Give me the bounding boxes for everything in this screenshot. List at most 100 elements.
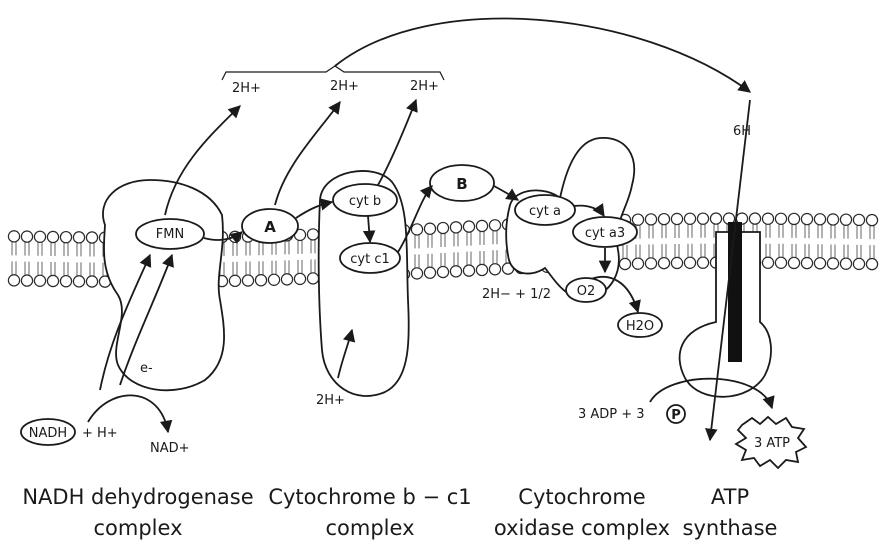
lipid-head (8, 275, 19, 286)
lipid-head (632, 258, 643, 269)
lipid-head (827, 214, 838, 225)
caption-cytbc1-line2: complex (326, 516, 415, 540)
lipid-head (411, 224, 422, 235)
lipid-head (814, 258, 825, 269)
lipid-head (775, 257, 786, 268)
lipid-head (489, 220, 500, 231)
lipid-head (450, 222, 461, 233)
lipid-head (866, 215, 877, 226)
lipid-head (814, 214, 825, 225)
lipid-head (255, 275, 266, 286)
lipid-head (34, 275, 45, 286)
lipid-head (86, 232, 97, 243)
lipid-head (645, 214, 656, 225)
lipid-head (762, 257, 773, 268)
proton-label-2: 2H+ (330, 79, 359, 94)
lipid-head (47, 231, 58, 242)
lipid-head (788, 213, 799, 224)
lipid-head (775, 213, 786, 224)
atp-label: 3 ATP (754, 436, 790, 451)
lipid-head (749, 213, 760, 224)
lipid-head (489, 264, 500, 275)
lipid-head (697, 257, 708, 268)
lipid-head (60, 276, 71, 287)
caption-cytox-line2: oxidase complex (494, 516, 670, 540)
lipid-head (671, 213, 682, 224)
cyt-c1-label: cyt c1 (350, 252, 390, 267)
carrier-b-label: B (456, 175, 467, 193)
lipid-head (788, 257, 799, 268)
water-label: H2O (626, 319, 654, 334)
lipid-head (840, 258, 851, 269)
cyt-b-label: cyt b (349, 194, 381, 209)
lipid-head (827, 258, 838, 269)
h-plus-label: + H+ (82, 426, 118, 441)
cyt-a3-label: cyt a3 (585, 226, 625, 241)
nadh-label: NADH (29, 426, 67, 441)
lipid-head (242, 275, 253, 286)
lipid-head (463, 265, 474, 276)
lipid-head (762, 213, 773, 224)
caption-nadh-line2: complex (94, 516, 183, 540)
lipid-head (86, 276, 97, 287)
electron-label: e- (140, 361, 153, 376)
lipid-head (619, 258, 630, 269)
cyt-a-label: cyt a (529, 204, 561, 219)
lipid-head (476, 264, 487, 275)
lipid-head (853, 258, 864, 269)
lipid-head (60, 232, 71, 243)
lipid-head (463, 221, 474, 232)
lipid-head (645, 258, 656, 269)
lipid-head (8, 231, 19, 242)
lipid-head (684, 213, 695, 224)
lipid-head (424, 267, 435, 278)
proton-bracket (222, 66, 444, 80)
lipid-head (21, 275, 32, 286)
lipid-head (476, 220, 487, 231)
nad-label: NAD+ (150, 441, 190, 456)
lipid-head (307, 273, 318, 284)
fmn-label: FMN (156, 227, 184, 242)
lipid-head (73, 232, 84, 243)
proton-label-3: 2H+ (410, 79, 439, 94)
caption-cytox-line1: Cytochrome (518, 485, 645, 509)
caption-atp-line2: synthase (683, 516, 778, 540)
caption-nadh-line1: NADH dehydrogenase (22, 485, 253, 509)
water-equation-label: 2H− + 1/2 (482, 287, 551, 302)
proton-pump-arrow-3 (378, 100, 416, 185)
carrier-a-label: A (264, 218, 276, 236)
b-to-cyta-arrow (494, 186, 518, 200)
lipid-head (47, 275, 58, 286)
lipid-head (632, 214, 643, 225)
lipid-head (710, 213, 721, 224)
lipid-head (801, 213, 812, 224)
lipid-head (34, 231, 45, 242)
synthase-proton-label: 6H (733, 124, 751, 139)
lipid-head (437, 266, 448, 277)
lipid-head (73, 276, 84, 287)
lipid-head (866, 259, 877, 270)
lipid-head (697, 213, 708, 224)
adp-label: 3 ADP + 3 (578, 407, 645, 422)
lipid-head (840, 214, 851, 225)
lipid-head (684, 257, 695, 268)
oxygen-label: O2 (577, 284, 596, 299)
lipid-head (658, 214, 669, 225)
proton-label-1: 2H+ (232, 81, 261, 96)
lipid-head (801, 257, 812, 268)
phosphate-label: P (671, 408, 681, 423)
caption-cytbc1-line1: Cytochrome b − c1 (268, 485, 471, 509)
lipid-head (268, 274, 279, 285)
atp-synthase-channel (728, 222, 742, 362)
caption-atp-line1: ATP (711, 485, 749, 509)
lipid-head (424, 223, 435, 234)
lipid-head (411, 268, 422, 279)
lipid-head (437, 222, 448, 233)
lipid-head (307, 229, 318, 240)
lipid-head (294, 273, 305, 284)
lipid-head (281, 274, 292, 285)
proton-flow-arc (335, 19, 750, 92)
lipid-head (21, 231, 32, 242)
nadh-dehydrogenase-complex (103, 180, 224, 390)
lipid-head (450, 266, 461, 277)
